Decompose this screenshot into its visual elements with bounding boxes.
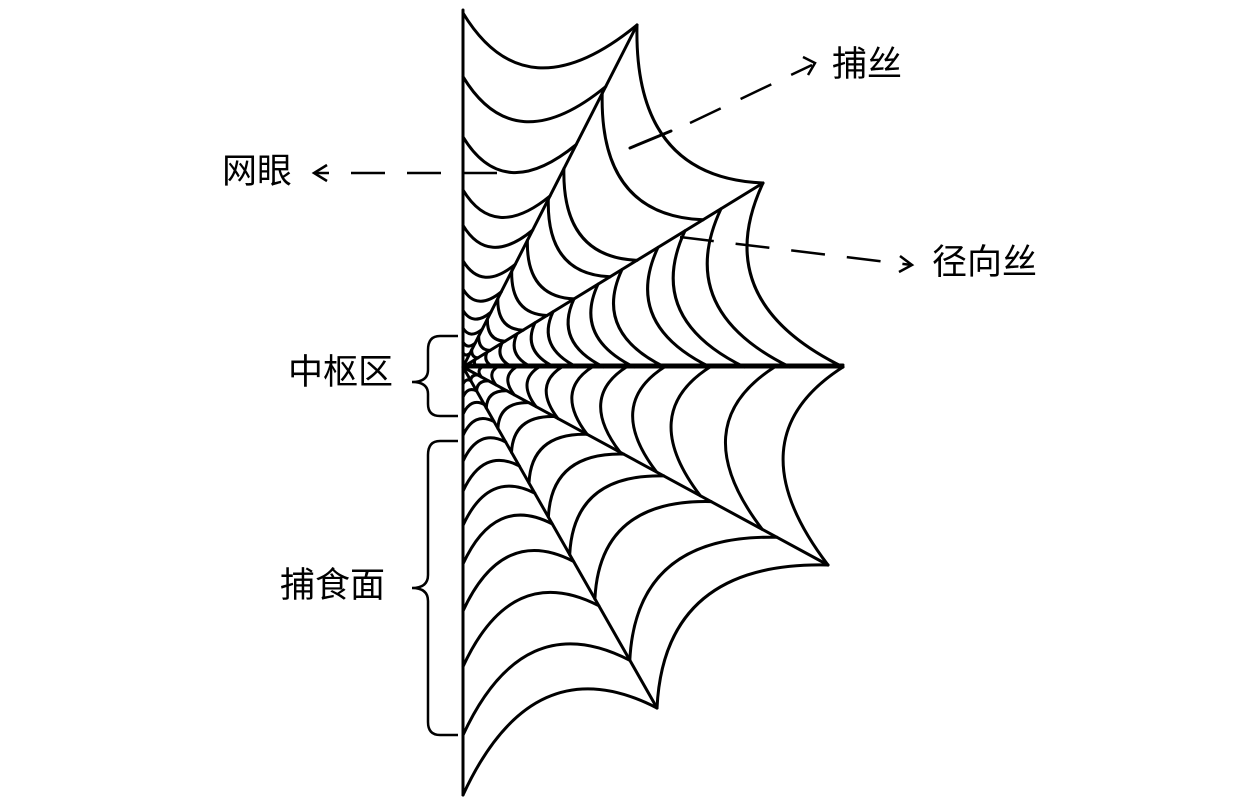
capture-thread bbox=[461, 135, 578, 175]
hub-label: 中枢区 bbox=[288, 353, 394, 393]
capture-thread bbox=[475, 379, 491, 393]
capture-thread bbox=[461, 388, 479, 399]
radial-thread bbox=[461, 365, 659, 710]
capture-thread bbox=[461, 351, 472, 357]
capture-thread-arrowhead bbox=[802, 55, 817, 76]
radial-thread-pointer bbox=[679, 235, 913, 267]
radial-thread bbox=[461, 181, 765, 369]
capture-thread bbox=[570, 365, 594, 436]
capture-thread bbox=[496, 297, 525, 332]
capture-thread bbox=[593, 500, 713, 601]
capture-thread bbox=[461, 287, 503, 303]
capture-thread bbox=[655, 563, 830, 710]
capture-thread bbox=[496, 401, 531, 430]
capture-thread bbox=[461, 400, 486, 416]
capture-thread bbox=[461, 259, 517, 279]
capture-thread bbox=[461, 75, 608, 124]
capture-thread bbox=[546, 197, 612, 279]
capture-thread bbox=[470, 348, 480, 360]
capture-thread bbox=[512, 332, 533, 369]
capture-thread bbox=[745, 181, 845, 369]
capture-thread bbox=[461, 326, 484, 336]
capture-thread bbox=[461, 549, 576, 613]
capture-thread bbox=[461, 687, 659, 797]
capture-thread bbox=[525, 239, 576, 301]
capture-thread bbox=[477, 334, 492, 352]
capture-thread bbox=[461, 188, 552, 219]
capture-thread bbox=[527, 432, 589, 485]
capture-thread bbox=[562, 167, 639, 262]
capture-thread bbox=[781, 365, 845, 567]
capture-thread bbox=[529, 321, 556, 369]
capture-thread bbox=[669, 365, 712, 498]
capture-thread bbox=[544, 365, 564, 420]
radial-thread-label: 径向丝 bbox=[932, 243, 1038, 283]
capture-area-label: 捕食面 bbox=[280, 566, 386, 606]
capture-thread bbox=[510, 269, 549, 317]
capture-thread bbox=[461, 378, 473, 386]
capture-thread-segment bbox=[628, 129, 673, 150]
capture-thread bbox=[506, 365, 518, 397]
capture-thread bbox=[612, 268, 666, 369]
capture-thread bbox=[461, 436, 508, 463]
capture-thread bbox=[546, 452, 626, 519]
capture-thread bbox=[484, 389, 509, 410]
mesh-label: 网眼 bbox=[222, 152, 293, 192]
capture-thread bbox=[498, 341, 514, 369]
capture-thread bbox=[461, 590, 601, 669]
capture-thread bbox=[461, 513, 554, 566]
capture-thread bbox=[461, 458, 521, 493]
capture-thread bbox=[705, 207, 792, 369]
capture-thread bbox=[631, 365, 666, 474]
capture-thread bbox=[461, 417, 496, 437]
capture-thread bbox=[671, 229, 746, 369]
mesh-arrowhead bbox=[311, 163, 328, 183]
capture-thread bbox=[461, 308, 493, 321]
capture-thread bbox=[525, 365, 541, 409]
capture-thread bbox=[600, 91, 705, 222]
capture-thread bbox=[589, 282, 636, 369]
capture-thread bbox=[510, 414, 556, 454]
hub-brace bbox=[411, 334, 458, 418]
capture-thread bbox=[461, 223, 535, 249]
capture-thread bbox=[546, 310, 579, 369]
capture-thread bbox=[477, 365, 484, 379]
capture-thread bbox=[485, 317, 507, 343]
capture-thread bbox=[461, 484, 537, 527]
annotation-arrows bbox=[311, 55, 915, 737]
radial-thread-arrowhead bbox=[898, 255, 915, 274]
capture-thread bbox=[566, 297, 606, 369]
capture-area-brace bbox=[411, 439, 458, 737]
capture-thread bbox=[461, 642, 632, 737]
capture-thread bbox=[472, 358, 480, 369]
capture-thread bbox=[723, 365, 777, 531]
capture-thread bbox=[628, 535, 779, 662]
capture-thread bbox=[484, 350, 495, 369]
radial-thread bbox=[461, 365, 830, 567]
capture-thread bbox=[461, 11, 639, 70]
capture-thread bbox=[646, 245, 712, 369]
capture-thread-pointer bbox=[689, 63, 813, 125]
capture-thread bbox=[635, 23, 765, 185]
capture-thread bbox=[490, 365, 499, 387]
capture-thread-label: 捕丝 bbox=[832, 45, 903, 85]
capture-thread bbox=[461, 340, 477, 348]
capture-thread bbox=[568, 474, 666, 556]
capture-thread bbox=[599, 365, 628, 454]
